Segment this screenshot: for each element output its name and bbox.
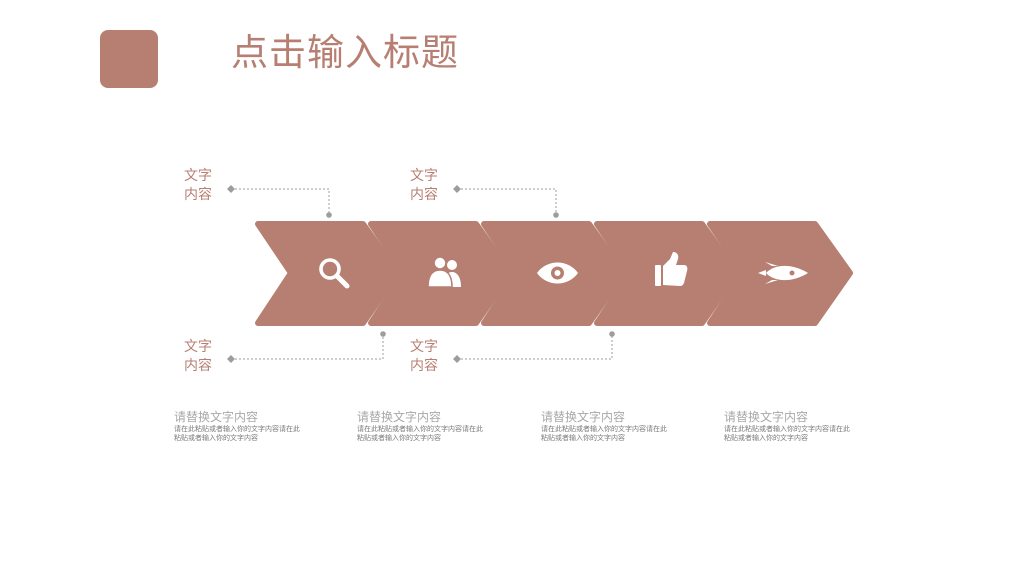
connector-4-start-dot <box>609 331 615 337</box>
connector-4-end-marker <box>453 355 461 363</box>
description-title[interactable]: 请替换文字内容 <box>174 410 259 424</box>
connector-2-start-dot <box>553 212 559 218</box>
description-title[interactable]: 请替换文字内容 <box>357 410 442 424</box>
description-title[interactable]: 请替换文字内容 <box>724 410 809 424</box>
step-label-3: 文字 内容 <box>176 338 220 376</box>
description-title[interactable]: 请替换文字内容 <box>541 410 626 424</box>
connector-2 <box>457 188 557 215</box>
connector-1-start-dot <box>326 212 332 218</box>
step-label-4-line1: 文字 <box>410 339 438 355</box>
step-label-2-line1: 文字 <box>410 168 438 184</box>
users-icon <box>427 256 461 288</box>
connector-1-end-marker <box>227 185 235 193</box>
connector-3-end-marker <box>227 355 235 363</box>
connector-3 <box>231 334 384 360</box>
description-body[interactable]: 请在此粘贴或者输入你的文字内容请在此粘贴或者输入你的文字内容 <box>541 425 667 442</box>
step-label-4-line2: 内容 <box>410 358 438 374</box>
connector-1 <box>231 188 330 215</box>
search-icon <box>319 258 350 289</box>
description-body[interactable]: 请在此粘贴或者输入你的文字内容请在此粘贴或者输入你的文字内容 <box>724 425 850 442</box>
description-block-1: 请替换文字内容 请在此粘贴或者输入你的文字内容请在此粘贴或者输入你的文字内容 <box>174 410 300 443</box>
step-label-2-line2: 内容 <box>410 187 438 203</box>
description-block-2: 请替换文字内容 请在此粘贴或者输入你的文字内容请在此粘贴或者输入你的文字内容 <box>357 410 483 443</box>
step-label-1-line1: 文字 <box>184 168 212 184</box>
page-title[interactable]: 点击输入标题 <box>231 31 459 74</box>
step-label-3-line1: 文字 <box>184 339 212 355</box>
description-block-3: 请替换文字内容 请在此粘贴或者输入你的文字内容请在此粘贴或者输入你的文字内容 <box>541 410 667 443</box>
eye-icon <box>537 262 578 284</box>
step-label-1: 文字 内容 <box>176 167 220 205</box>
connector-3-start-dot <box>380 331 386 337</box>
rocket-icon <box>758 262 808 284</box>
thumbs-up-icon <box>655 252 688 286</box>
step-label-1-line2: 内容 <box>184 187 212 203</box>
connector-2-end-marker <box>453 185 461 193</box>
description-body[interactable]: 请在此粘贴或者输入你的文字内容请在此粘贴或者输入你的文字内容 <box>174 425 300 442</box>
description-block-4: 请替换文字内容 请在此粘贴或者输入你的文字内容请在此粘贴或者输入你的文字内容 <box>724 410 850 443</box>
step-label-3-line2: 内容 <box>184 358 212 374</box>
connector-4 <box>457 334 613 360</box>
chevron-step-1[interactable] <box>255 221 401 326</box>
step-label-2: 文字 内容 <box>402 167 446 205</box>
description-body[interactable]: 请在此粘贴或者输入你的文字内容请在此粘贴或者输入你的文字内容 <box>357 425 483 442</box>
accent-square <box>100 30 158 88</box>
step-label-4: 文字 内容 <box>402 338 446 376</box>
